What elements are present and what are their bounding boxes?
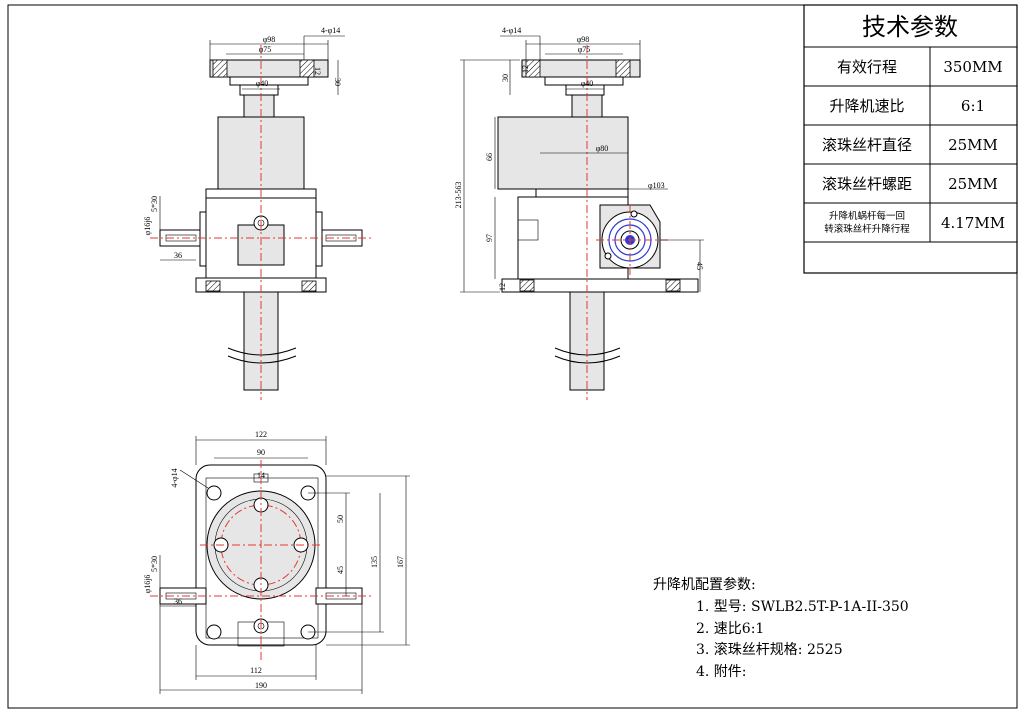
dim-label: φ103 (648, 181, 665, 190)
front-view: φ98 φ75 4-φ14 φ40 30 12 5*30 φ16j6 36 (143, 26, 372, 400)
drawing-frame (7, 4, 1018, 709)
config-heading: 升降机配置参数: (653, 576, 756, 593)
top-view: 122 90 4-φ14 14 50 45 135 167 5*30 φ16j6… (143, 430, 410, 694)
config-item: 2. 速比6:1 (696, 621, 764, 637)
dim-label: 5*30 (150, 196, 159, 212)
spec-row-value: 25MM (948, 175, 998, 193)
spec-row-value: 350MM (943, 58, 1002, 76)
dim-label: 14 (257, 471, 265, 480)
config-item: 1. 型号: SWLB2.5T-P-1A-II-350 (696, 599, 909, 615)
dim-label: φ98 (263, 35, 276, 44)
dim-label: 12 (521, 65, 530, 73)
dim-label: 30 (333, 78, 342, 86)
config-item: 3. 滚珠丝杆规格: 2525 (696, 641, 843, 658)
dim-label: φ80 (596, 144, 609, 153)
dim-label: 135 (370, 556, 379, 568)
dim-label: 4-φ14 (170, 468, 179, 487)
spec-table-title: 技术参数 (862, 13, 958, 41)
config-item: 4. 附件: (696, 664, 747, 680)
side-view: φ98 φ75 4-φ14 φ40 30 12 213-563 66 φ80 φ… (454, 26, 704, 400)
dim-label: φ40 (256, 79, 269, 88)
spec-row-label: 升降机蜗杆每一回 (829, 210, 905, 222)
dim-label: 4-φ14 (502, 26, 521, 35)
dim-label: φ98 (577, 35, 590, 44)
dim-label: 45 (336, 566, 345, 574)
spec-row-label: 滚珠丝杆螺距 (822, 175, 912, 193)
spec-row-value: 25MM (948, 136, 998, 154)
spec-row-label: 升降机速比 (829, 97, 904, 115)
dim-label: 36 (174, 597, 182, 606)
dim-label: φ16j6 (143, 217, 152, 236)
dim-label: 112 (250, 666, 262, 675)
spec-table: 技术参数 有效行程 350MM 升降机速比 6:1 滚珠丝杆直径 25MM 滚珠… (803, 4, 1018, 274)
dim-label: 90 (257, 448, 265, 457)
dim-label: φ40 (581, 79, 594, 88)
dim-label: 12 (313, 67, 322, 75)
spec-row-value: 6:1 (961, 97, 985, 115)
spec-row-label: 滚珠丝杆直径 (822, 136, 912, 154)
spec-row-label: 有效行程 (837, 58, 897, 76)
dim-label: φ75 (578, 45, 591, 54)
dim-label: 66 (485, 153, 494, 161)
dim-label: 122 (255, 430, 267, 439)
dim-label: 36 (174, 251, 182, 260)
dim-label: 30 (501, 74, 510, 82)
spec-row-label: 转滚珠丝杆升降行程 (824, 223, 910, 235)
dim-label: 12 (498, 283, 507, 291)
dim-label: 50 (336, 515, 345, 523)
dim-label: 5*30 (150, 556, 159, 572)
dim-label: 213-563 (454, 182, 463, 209)
dim-label: 167 (396, 556, 405, 568)
dim-label: φ16j6 (143, 575, 152, 594)
config-notes: 升降机配置参数: 1. 型号: SWLB2.5T-P-1A-II-350 2. … (653, 576, 909, 680)
spec-row-value: 4.17MM (941, 214, 1005, 232)
dim-label: 97 (485, 234, 494, 242)
dim-label: 4-φ14 (321, 26, 340, 35)
dim-label: 190 (255, 681, 267, 690)
dim-label: φ75 (259, 45, 272, 54)
dim-label: 45 (695, 262, 704, 270)
